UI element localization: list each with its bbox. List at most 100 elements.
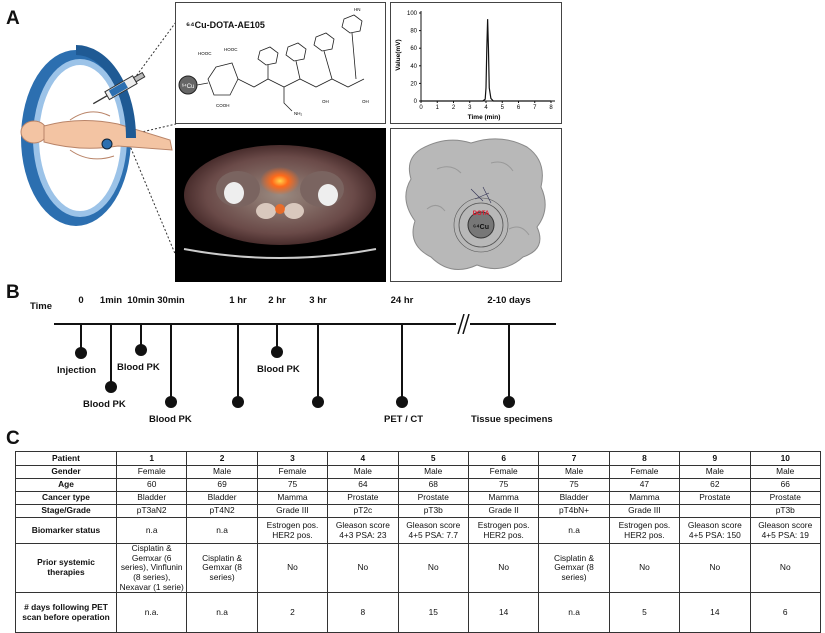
timeline-event-marker <box>503 396 515 408</box>
molecule-group-3: COOH <box>216 103 230 108</box>
timeline-event-marker <box>165 396 177 408</box>
table-cell: 8 <box>608 451 681 466</box>
table-cell: Mamma <box>256 491 329 505</box>
timeline-event-label: Blood PK <box>83 399 126 410</box>
table-cell: 62 <box>679 478 751 492</box>
chromatogram-x-tick-label: 6 <box>517 105 521 111</box>
table-cell: 5 <box>608 592 681 633</box>
table-cell: 3 <box>256 451 329 466</box>
table-cell: 75 <box>256 478 329 492</box>
table-cell: 66 <box>749 478 822 492</box>
table-cell: Estrogen pos. HER2 pos. <box>467 517 540 544</box>
chromatogram-x-tick-label: 5 <box>501 105 505 111</box>
table-cell: Female <box>467 465 540 479</box>
table-row-header: # days following PET scan before operati… <box>15 592 117 633</box>
table-cell: 4 <box>327 451 399 466</box>
timeline-tick-label: 10min <box>127 295 155 306</box>
molecule-name: ⁶⁴Cu-DOTA-AE105 <box>186 20 265 30</box>
table-cell: 47 <box>608 478 681 492</box>
timeline-stem <box>80 324 82 353</box>
table-cell: 6 <box>749 592 822 633</box>
table-cell: Prostate <box>679 491 751 505</box>
table-cell: Bladder <box>115 491 188 505</box>
table-cell: 14 <box>679 592 751 633</box>
docking-surface-panel: DOTA ⁶⁴Cu <box>390 128 562 282</box>
timeline-event-marker <box>312 396 324 408</box>
table-cell: Gleason score 4+3 PSA: 23 <box>327 517 399 544</box>
table-cell: Cisplatin & Gemxar (8 series) <box>538 542 610 594</box>
table-cell: 75 <box>467 478 540 492</box>
docking-dota-label: DOTA <box>473 211 490 217</box>
panel-label-c: C <box>6 428 20 449</box>
table-cell: n.a <box>186 592 258 633</box>
timeline-stem <box>508 324 510 402</box>
table-cell: Male <box>397 465 469 479</box>
timeline-tick-label: 24 hr <box>390 295 414 306</box>
table-cell: No <box>608 542 681 594</box>
timeline-stem <box>110 324 112 387</box>
table-cell: Male <box>749 465 822 479</box>
timeline-stem <box>237 324 239 402</box>
pet-ct-image <box>175 128 386 282</box>
chromatogram-series-line <box>421 19 551 102</box>
table-row-header: Age <box>15 478 117 492</box>
table-cell: Cisplatin & Gemxar (6 series), Vinflunin… <box>115 542 188 594</box>
table-cell: 75 <box>538 478 610 492</box>
pet-scanner-illustration <box>20 21 177 257</box>
chromatogram-ylabel: Value(mV) <box>395 39 402 70</box>
table-cell: Grade III <box>256 504 329 518</box>
panel-label-b: B <box>6 282 20 303</box>
table-cell: n.a. <box>115 592 188 633</box>
table-cell: Male <box>538 465 610 479</box>
table-cell: 9 <box>679 451 751 466</box>
table-cell: pT4N2 <box>186 504 258 518</box>
table-cell: No <box>467 542 540 594</box>
timeline-stem <box>140 324 142 350</box>
table-cell: Prostate <box>327 491 399 505</box>
timeline-tick-label: 2-10 days <box>487 295 531 306</box>
timeline-tick-label: 1min <box>99 295 123 306</box>
table-cell: 69 <box>186 478 258 492</box>
molecule-group-6: OH <box>322 99 329 104</box>
chromatogram-x-tick-label: 4 <box>484 105 488 111</box>
table-cell: Gleason score 4+5 PSA: 150 <box>679 517 751 544</box>
timeline-tick-label: 1 hr <box>229 295 247 306</box>
molecule-group-4: NH₂ <box>294 111 302 116</box>
table-cell: 5 <box>397 451 469 466</box>
timeline-event-marker <box>135 344 147 356</box>
timeline-event-label: Tissue specimens <box>471 414 553 425</box>
chromatogram-y-tick-label: 80 <box>410 29 417 35</box>
timeline-event-label: Blood PK <box>149 414 192 425</box>
timeline-stem <box>170 324 172 402</box>
table-cell: Mamma <box>608 491 681 505</box>
table-cell: Cisplatin & Gemxar (8 series) <box>186 542 258 594</box>
table-cell: n.a <box>538 517 610 544</box>
chromatogram-x-tick-label: 1 <box>436 105 440 111</box>
table-cell: No <box>679 542 751 594</box>
molecule-structure-panel: ⁶⁴Cu-DOTA-AE105 ⁶⁴Cu HOOC HOOC COOH HN N… <box>175 2 386 124</box>
table-cell: Bladder <box>186 491 258 505</box>
chromatogram-x-tick-label: 3 <box>468 105 472 111</box>
chromatogram-y-tick-label: 100 <box>407 11 418 17</box>
table-cell: pT3aN2 <box>115 504 188 518</box>
table-cell: No <box>256 542 329 594</box>
table-cell: No <box>397 542 469 594</box>
table-row-header: Gender <box>15 465 117 479</box>
timeline-event-marker <box>105 381 117 393</box>
timeline-tick-label: 3 hr <box>309 295 327 306</box>
chromatogram-x-tick-label: 0 <box>419 105 423 111</box>
chromatogram-y-tick-label: 40 <box>410 64 417 70</box>
molecule-group-2: HOOC <box>224 47 238 52</box>
table-cell: 8 <box>327 592 399 633</box>
table-cell: 68 <box>397 478 469 492</box>
table-cell <box>679 504 751 518</box>
table-cell: Prostate <box>397 491 469 505</box>
chromatogram-xlabel: Time (min) <box>468 114 501 121</box>
timeline-stem <box>317 324 319 402</box>
